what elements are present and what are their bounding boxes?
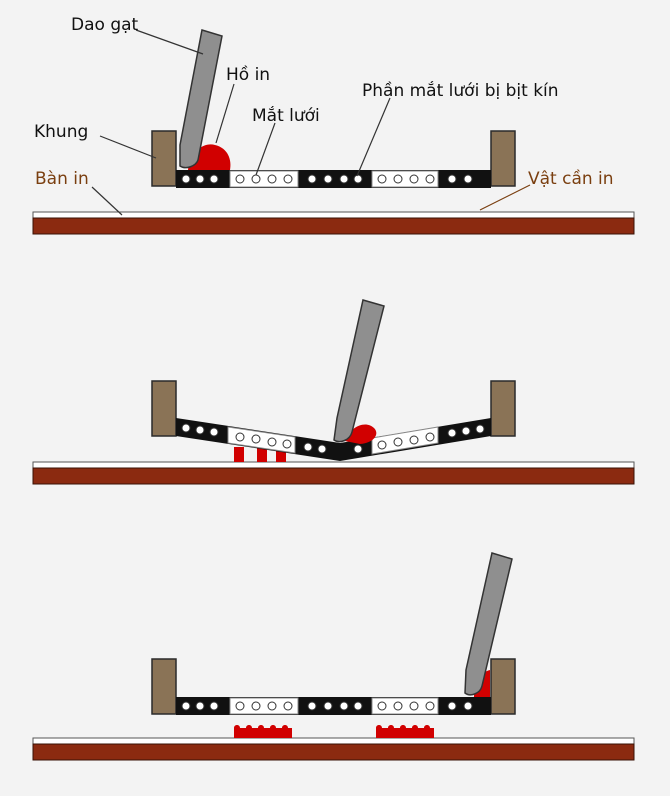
frame-left (151, 130, 177, 187)
stage-3-after-printing (32, 552, 635, 761)
squeegee-blade (179, 29, 223, 169)
substrate (32, 461, 635, 469)
label-frame: Khung (34, 122, 88, 142)
mesh-deflected-right (340, 418, 491, 461)
mesh-open-section (229, 170, 299, 188)
mesh-open-section (229, 697, 299, 715)
mesh-holes (353, 424, 485, 454)
label-substrate: Vật cần in (528, 168, 614, 189)
squeegee (464, 552, 513, 696)
mesh-deflected-left (176, 418, 340, 461)
label-ink: Hồ in (226, 64, 270, 85)
substrate (32, 211, 635, 219)
frame-right (490, 380, 516, 437)
printed-ink-pattern (234, 725, 292, 738)
squeegee-blade (464, 552, 513, 696)
mesh-band (176, 170, 491, 188)
mesh-open-section (227, 426, 296, 454)
label-sealed-mesh: Phần mắt lưới bị bịt kín (362, 80, 559, 101)
squeegee (179, 29, 223, 169)
mesh-holes (181, 701, 473, 711)
stage-2-during-printing (32, 299, 635, 485)
printed-ink-patterns (234, 725, 434, 738)
printed-ink-pattern (376, 725, 434, 738)
printed-ink-deposits (234, 447, 286, 462)
print-table (32, 217, 635, 235)
squeegee-blade (333, 299, 385, 443)
label-mesh-openings: Mắt lưới (252, 105, 320, 126)
squeegee (333, 299, 385, 443)
mesh-open-section (371, 697, 439, 715)
mesh-open-section (371, 170, 439, 188)
label-print-table: Bàn in (35, 169, 89, 189)
frame-left (151, 380, 177, 437)
label-squeegee: Dao gạt (71, 15, 139, 35)
frame-right (490, 130, 516, 187)
frame-right (490, 658, 516, 715)
mesh-band (176, 697, 491, 715)
mesh (176, 170, 491, 188)
substrate (32, 737, 635, 745)
mesh-open-section (371, 426, 439, 455)
print-table (32, 467, 635, 485)
mesh (176, 697, 491, 715)
mesh-holes (181, 423, 327, 454)
frame-left (151, 658, 177, 715)
stage-1-before-printing: Dao gạt Hồ in Mắt lưới Phần mắt lưới bị … (32, 15, 635, 235)
leader-lines (91, 29, 531, 216)
print-table (32, 743, 635, 761)
mesh-holes (181, 174, 473, 184)
